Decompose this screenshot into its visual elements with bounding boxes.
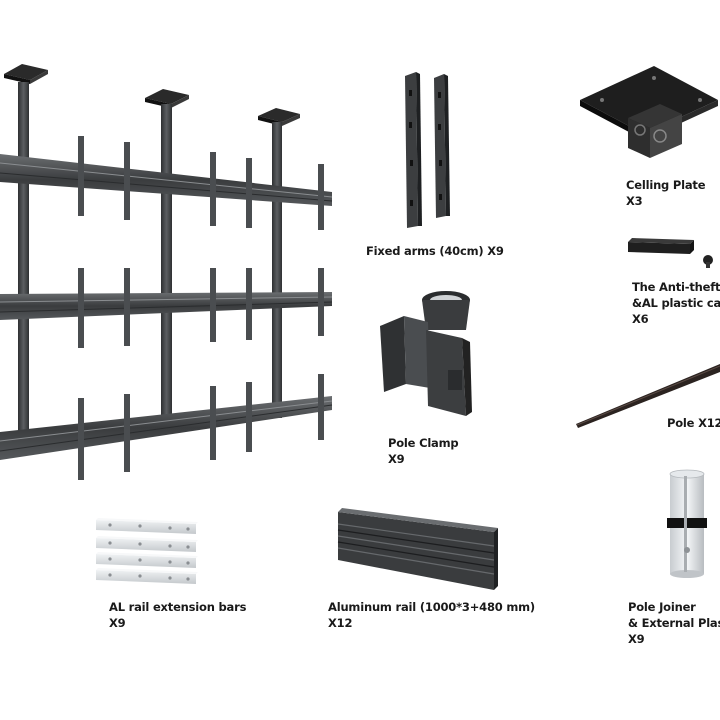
anti-theft-qty: X6 xyxy=(632,312,649,326)
pole-joiner-image xyxy=(667,469,707,578)
anti-theft-name-line2: &AL plastic cap xyxy=(632,296,720,310)
aluminum-rail-image xyxy=(337,508,498,590)
rail-extension-qty: X9 xyxy=(109,616,126,630)
pole-clamp-name: Pole Clamp xyxy=(388,436,459,450)
fixed-arms-image xyxy=(405,72,450,228)
pole-joiner-qty: X9 xyxy=(628,632,645,646)
caption-fixed-arms: Fixed arms (40cm) X9 xyxy=(366,243,504,259)
assembly-ceiling-plate xyxy=(4,64,48,84)
assembly-pole xyxy=(161,104,172,420)
pole-joiner-name-line2: & External Plast xyxy=(628,616,720,630)
caption-rail-extension: AL rail extension bars X9 xyxy=(109,599,246,631)
pole-clamp-image xyxy=(380,291,472,416)
caption-pole-joiner: Pole Joiner & External Plast X9 xyxy=(628,599,720,647)
fixed-arms-label: Fixed arms (40cm) X9 xyxy=(366,244,504,258)
caption-pole: Pole X12 xyxy=(667,415,720,431)
ceiling-plate-qty: X3 xyxy=(626,194,643,208)
assembly-pole xyxy=(272,122,282,418)
assembly-fixed-arms xyxy=(78,136,324,480)
video-wall-mount-assembly xyxy=(0,64,333,480)
anti-theft-name: The Anti-theft s xyxy=(632,280,720,294)
pole-image xyxy=(576,364,720,428)
ceiling-plate-name: Celling Plate xyxy=(626,178,706,192)
rail-extension-name: AL rail extension bars xyxy=(109,600,247,614)
caption-ceiling-plate: Celling Plate X3 xyxy=(626,177,706,209)
aluminum-rail-name: Aluminum rail (1000*3+480 mm) xyxy=(328,600,535,614)
pole-clamp-qty: X9 xyxy=(388,452,405,466)
caption-pole-clamp: Pole Clamp X9 xyxy=(388,435,459,467)
anti-theft-screw-image xyxy=(628,238,713,268)
aluminum-rail-qty: X12 xyxy=(328,616,353,630)
assembly-pole xyxy=(18,82,29,452)
caption-anti-theft: The Anti-theft s &AL plastic cap X6 xyxy=(632,279,720,327)
pole-label: Pole X12 xyxy=(667,416,720,430)
caption-aluminum-rail: Aluminum rail (1000*3+480 mm) X12 xyxy=(328,599,535,631)
al-rail-extension-bars-image xyxy=(96,518,198,584)
ceiling-plate-image xyxy=(580,66,718,158)
pole-joiner-name: Pole Joiner xyxy=(628,600,696,614)
